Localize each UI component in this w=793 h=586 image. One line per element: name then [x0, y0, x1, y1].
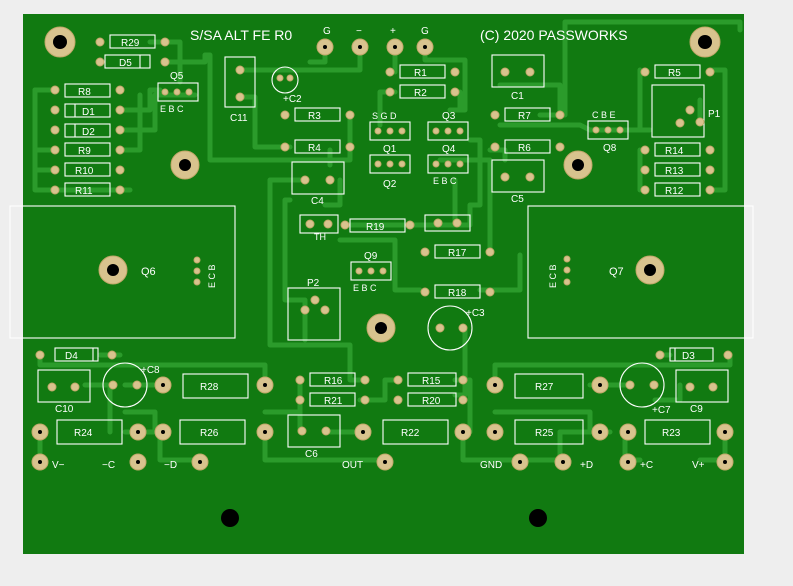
resistor-label: R27: [535, 382, 554, 393]
terminal-label-v-minus: V−: [52, 460, 65, 471]
resistor-label: R22: [401, 428, 420, 439]
resistors: R29 R8 R9 R10 R11 R1 R2 R3 R4 R5 R7 R6 R…: [56, 34, 711, 445]
transistor-label-q3: Q3: [442, 111, 456, 122]
transistor-label-q6: Q6: [141, 266, 156, 278]
thermistor-label: TH: [314, 232, 326, 242]
resistor-label: R5: [668, 68, 681, 79]
transistor-label-q5: Q5: [170, 71, 184, 82]
capacitor-label: +C7: [652, 405, 671, 416]
pcb-substrate: [23, 14, 744, 554]
resistor-label: R23: [662, 428, 681, 439]
transistor-pins-q4: E B C: [433, 176, 457, 186]
resistor-label: R16: [324, 376, 343, 387]
terminal-label-v-plus: V+: [692, 460, 705, 471]
capacitor-label: C10: [55, 404, 74, 415]
diode-label: D4: [65, 351, 78, 362]
transistor-pins-q5: E B C: [160, 104, 184, 114]
trimmers: P1 P2 TH: [287, 84, 721, 341]
resistor-label: R21: [324, 396, 343, 407]
resistor-label: R19: [366, 222, 385, 233]
bottom-terminals: V− −C −D OUT GND +D +C V+: [52, 460, 705, 471]
resistor-label: R28: [200, 382, 219, 393]
resistor-label: R6: [518, 143, 531, 154]
resistor-label: R24: [74, 428, 93, 439]
resistor-label: R29: [121, 38, 140, 49]
mounting-holes: [44, 26, 721, 527]
terminal-label-g1: G: [323, 26, 331, 37]
terminal-label-minus: −: [356, 26, 362, 37]
capacitor-label: +C3: [466, 308, 485, 319]
resistor-label: R10: [75, 166, 94, 177]
resistor-label: R2: [414, 88, 427, 99]
resistor-label: R25: [535, 428, 554, 439]
solder-pads: [31, 37, 734, 471]
pot-label-p2: P2: [307, 278, 320, 289]
capacitor-label: +C8: [141, 365, 160, 376]
diode-label: D3: [682, 351, 695, 362]
diodes: D5 D1 D2 D4 D3: [54, 54, 714, 362]
terminal-label-plus-d: +D: [580, 460, 593, 471]
diode-label: D5: [119, 58, 132, 69]
transistor-label-q8: Q8: [603, 143, 617, 154]
terminal-label-minus-c: −C: [102, 460, 115, 471]
resistor-label: R7: [518, 111, 531, 122]
capacitor-label: C11: [230, 113, 248, 124]
resistor-label: R12: [665, 186, 684, 197]
board-title: S/SA ALT FE R0: [190, 27, 292, 43]
terminal-label-plus-c: +C: [640, 460, 653, 471]
capacitor-label: +C2: [283, 94, 302, 105]
terminal-label-out: OUT: [342, 460, 363, 471]
capacitor-label: C5: [511, 194, 524, 205]
capacitor-label: C1: [511, 91, 524, 102]
diode-label: D1: [82, 107, 95, 118]
resistor-label: R26: [200, 428, 219, 439]
diode-label: D2: [82, 127, 95, 138]
transistor-pins-q9: E B C: [353, 283, 377, 293]
resistor-label: R15: [422, 376, 441, 387]
bottom-mount-hole-left: [221, 509, 239, 527]
terminal-label-gnd: GND: [480, 460, 502, 471]
capacitors: C11 +C2 C1 C4 C5 +C3 +C8 C10 C6 +C7 C9: [37, 54, 729, 460]
resistor-label: R17: [448, 248, 467, 259]
transistor-label-q7: Q7: [609, 266, 624, 278]
capacitor-label: C4: [311, 196, 324, 207]
transistor-label-q4: Q4: [442, 144, 456, 155]
transistor-pins-q1: S G D: [372, 111, 397, 121]
pot-label-p1: P1: [708, 109, 721, 120]
resistor-label: R4: [308, 143, 321, 154]
capacitor-label: C6: [305, 449, 318, 460]
resistor-label: R1: [414, 68, 427, 79]
capacitor-label: C9: [690, 404, 703, 415]
top-terminals: G − + G: [323, 26, 429, 37]
resistor-label: R20: [422, 396, 441, 407]
board-copyright: (C) 2020 PASSWORKS: [480, 27, 628, 43]
resistor-label: R11: [75, 186, 93, 197]
resistor-label: R14: [665, 146, 684, 157]
resistor-label: R13: [665, 166, 684, 177]
transistor-pins-q6: E C B: [207, 264, 217, 288]
terminal-label-plus: +: [390, 26, 396, 37]
transistors: Q5 E B C Q3 S G D Q1 Q2 Q4 E B C C B E Q…: [9, 71, 754, 339]
transistor-label-q9: Q9: [364, 251, 378, 262]
transistor-pins-q8: C B E: [592, 110, 616, 120]
resistor-label: R8: [78, 87, 91, 98]
transistor-label-q1: Q1: [383, 144, 397, 155]
transistor-pins-q7: E C B: [548, 264, 558, 288]
resistor-label: R3: [308, 111, 321, 122]
transistor-label-q2: Q2: [383, 179, 397, 190]
terminal-label-g2: G: [421, 26, 429, 37]
bottom-mount-hole-right: [529, 509, 547, 527]
terminal-label-minus-d: −D: [164, 460, 177, 471]
resistor-label: R18: [448, 288, 467, 299]
resistor-label: R9: [78, 146, 91, 157]
